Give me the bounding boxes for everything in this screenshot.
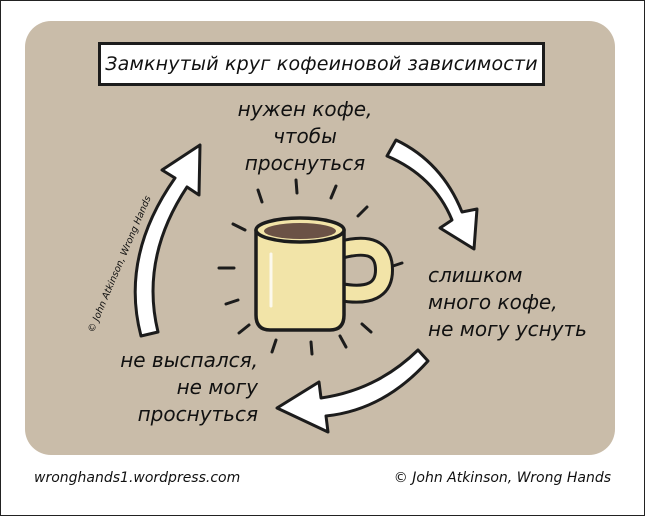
- cycle-step-line: не выспался,: [120, 348, 258, 372]
- comic-title: Замкнутый круг кофеиновой зависимости: [98, 42, 545, 86]
- cycle-step-line: много кофе,: [428, 290, 558, 314]
- cycle-step-line: нужен кофе,: [237, 97, 373, 121]
- cycle-step-line: не могу: [176, 375, 258, 399]
- cycle-step-line: чтобы: [273, 124, 337, 148]
- cycle-step-not-rested: не выспался, не могу проснуться: [108, 347, 258, 428]
- cycle-arrow-icon: [133, 143, 202, 338]
- website-footer: wronghands1.wordpress.com: [34, 470, 241, 486]
- copyright-footer: © John Atkinson, Wrong Hands: [393, 470, 611, 486]
- comic-title-text: Замкнутый круг кофеиновой зависимости: [105, 53, 538, 75]
- cycle-step-line: не могу уснуть: [428, 317, 587, 341]
- cycle-step-need-coffee: нужен кофе, чтобы проснуться: [210, 96, 400, 177]
- coffee-mug-icon: [254, 216, 395, 332]
- cycle-step-too-much-coffee: слишком много кофе, не могу уснуть: [428, 262, 587, 343]
- cycle-arrow-icon: [385, 138, 479, 251]
- cycle-step-line: слишком: [428, 263, 523, 287]
- cycle-step-line: проснуться: [137, 402, 258, 426]
- cycle-arrow-icon: [275, 348, 430, 434]
- radiating-lines: [217, 178, 404, 356]
- cycle-step-line: проснуться: [244, 151, 366, 175]
